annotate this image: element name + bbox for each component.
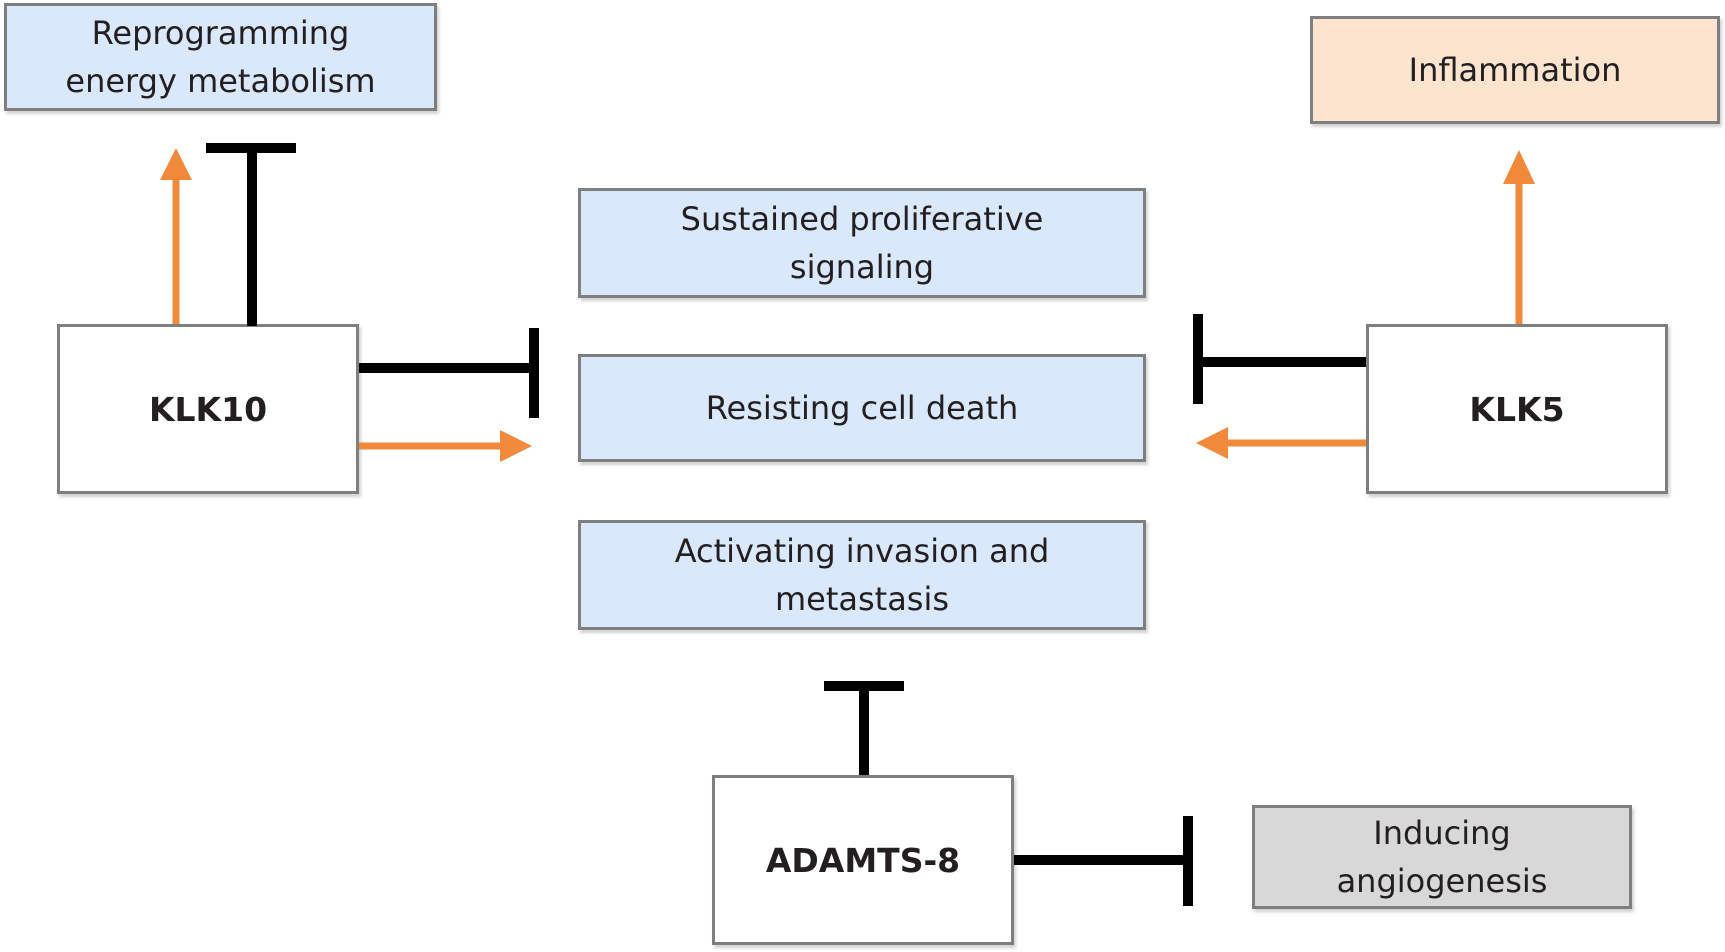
outcome-inducing-angiogenesis: Inducing angiogenesis — [1252, 805, 1632, 909]
edge-klk5-cell-death-inhibition — [1193, 314, 1366, 404]
gene-label: KLK5 — [1469, 389, 1565, 429]
outcome-activating-invasion-metastasis: Activating invasion and metastasis — [578, 520, 1146, 630]
outcome-label: Sustained proliferative signaling — [680, 200, 1044, 286]
edge-klk5-inflammation-activation — [1503, 150, 1535, 324]
outcome-label: Inflammation — [1408, 51, 1622, 89]
edge-adamts8-angiogenesis-inhibition — [1014, 816, 1193, 906]
outcome-label: Reprogramming energy metabolism — [65, 14, 376, 100]
outcome-sustained-proliferative-signaling: Sustained proliferative signaling — [578, 188, 1146, 298]
gene-klk10: KLK10 — [57, 324, 359, 494]
edge-klk5-cell-death-activation — [1196, 427, 1366, 459]
edge-adamts8-invasion-inhibition — [824, 681, 904, 775]
edge-klk10-cell-death-inhibition — [359, 328, 539, 418]
gene-klk5: KLK5 — [1366, 324, 1668, 494]
outcome-label: Resisting cell death — [705, 389, 1019, 427]
edge-klk10-reprogramming-inhibition — [206, 143, 296, 326]
edge-klk10-reprogramming-activation — [160, 148, 192, 324]
edge-klk10-cell-death-activation — [359, 430, 532, 462]
outcome-reprogramming-energy-metabolism: Reprogramming energy metabolism — [4, 3, 437, 111]
outcome-label: Inducing angiogenesis — [1336, 814, 1548, 900]
outcome-resisting-cell-death: Resisting cell death — [578, 354, 1146, 462]
gene-label: KLK10 — [148, 389, 268, 429]
outcome-label: Activating invasion and metastasis — [674, 532, 1050, 618]
outcome-inflammation: Inflammation — [1310, 16, 1720, 124]
gene-adamts-8: ADAMTS-8 — [712, 775, 1014, 945]
gene-label: ADAMTS-8 — [765, 840, 961, 880]
